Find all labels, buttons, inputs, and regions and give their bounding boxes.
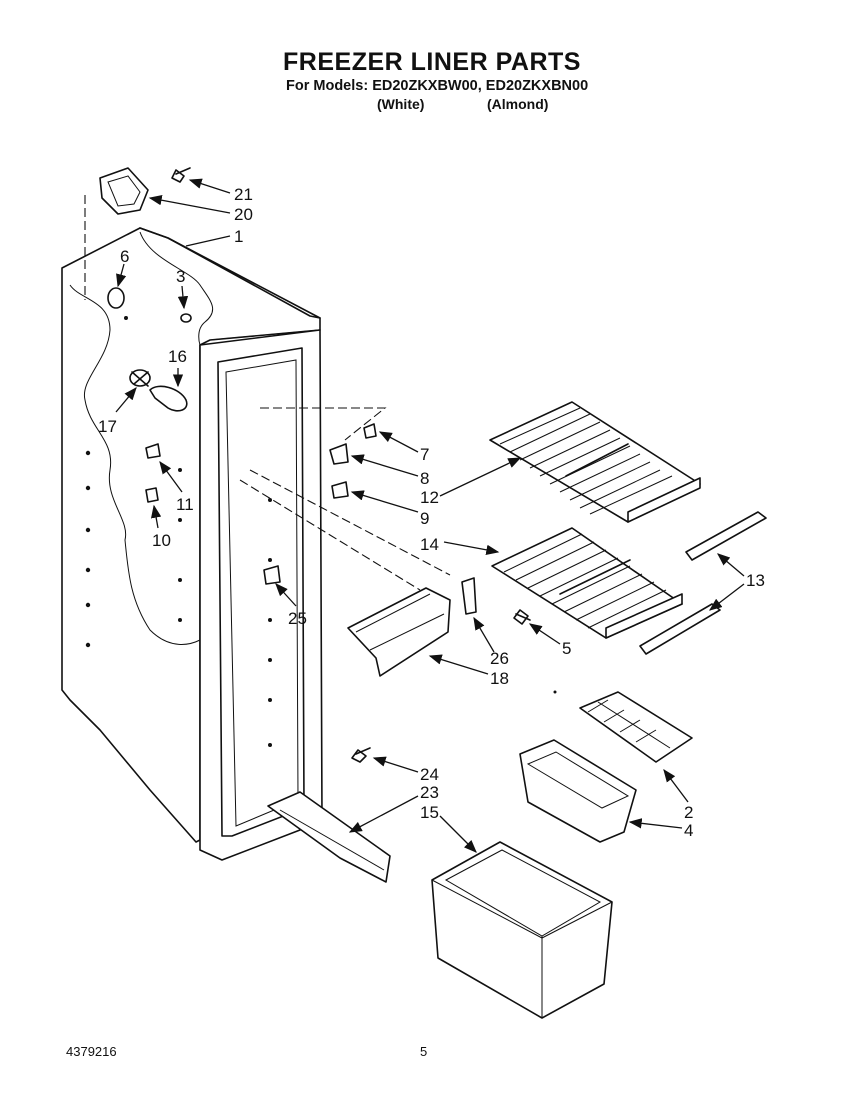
model-list: For Models: ED20ZKXBW00, ED20ZKXBN00 <box>286 78 589 94</box>
callout-4: 4 <box>684 821 693 840</box>
callout-16: 16 <box>168 347 187 366</box>
callout-1: 1 <box>234 227 243 246</box>
shelf-support-13a <box>685 511 767 561</box>
light-socket-17 <box>129 369 151 387</box>
clip-10 <box>145 487 159 503</box>
callout-13: 13 <box>746 571 765 590</box>
callout-labels: 21 20 1 6 3 16 17 11 10 7 8 9 12 14 13 5… <box>98 185 765 840</box>
bracket-26 <box>461 577 477 615</box>
callout-8: 8 <box>420 469 429 488</box>
screw-21 <box>171 167 191 183</box>
callout-21: 21 <box>234 185 253 204</box>
freezer-liner <box>61 195 323 861</box>
callout-5: 5 <box>562 639 571 658</box>
wire-shelf-12 <box>489 401 701 523</box>
callout-14: 14 <box>420 535 439 554</box>
cover-18 <box>347 587 451 677</box>
bracket-23 <box>267 791 391 883</box>
callout-15: 15 <box>420 803 439 822</box>
callout-24: 24 <box>420 765 439 784</box>
callout-10: 10 <box>152 531 171 550</box>
page-title: FREEZER LINER PARTS <box>283 48 581 76</box>
freezer-bin-15 <box>431 841 613 1019</box>
document-number: 4379216 <box>66 1044 117 1059</box>
callout-17: 17 <box>98 417 117 436</box>
light-bulb-16 <box>149 385 188 412</box>
callout-18: 18 <box>490 669 509 688</box>
callout-9: 9 <box>420 509 429 528</box>
light-housing <box>99 167 149 215</box>
plug-3 <box>180 313 192 323</box>
callout-25: 25 <box>288 609 307 628</box>
ice-tray-2 <box>579 691 693 763</box>
callout-26: 26 <box>490 649 509 668</box>
callout-20: 20 <box>234 205 253 224</box>
callout-23: 23 <box>420 783 439 802</box>
callout-2: 2 <box>684 803 693 822</box>
wire-shelf-14 <box>491 527 683 639</box>
clip-8 <box>329 443 349 465</box>
callout-7: 7 <box>420 445 429 464</box>
screw-24 <box>351 747 371 763</box>
ice-bin-4 <box>519 739 637 843</box>
leader-lines <box>115 178 745 853</box>
clip-7 <box>363 423 377 439</box>
callout-11: 11 <box>176 495 194 514</box>
screw-5 <box>513 609 531 625</box>
speck <box>553 690 557 694</box>
callout-12: 12 <box>420 488 439 507</box>
clip-25 <box>263 565 281 585</box>
callout-6: 6 <box>120 247 129 266</box>
color-label-almond: (Almond) <box>487 96 549 112</box>
callout-3: 3 <box>176 267 185 286</box>
plug-6 <box>107 287 125 309</box>
clip-9 <box>331 481 349 499</box>
color-label-white: (White) <box>377 96 425 112</box>
page-number: 5 <box>420 1044 428 1059</box>
clip-11 <box>145 443 161 459</box>
